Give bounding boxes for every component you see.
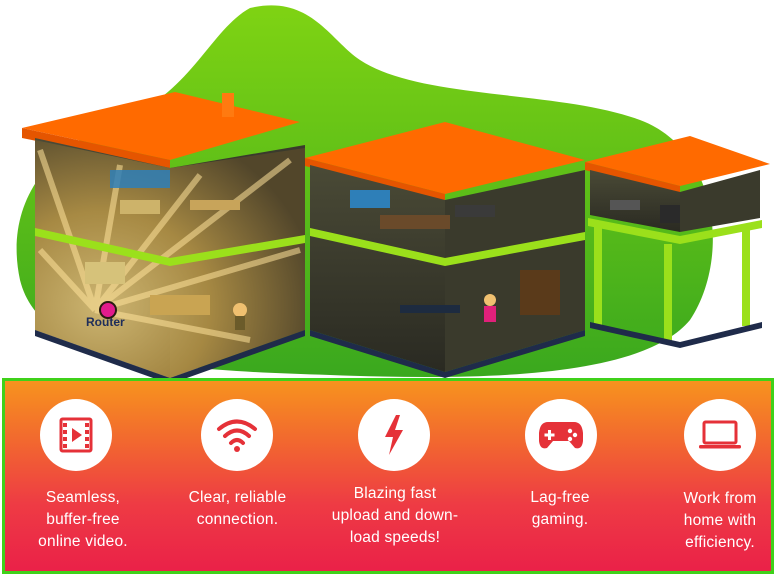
feature-speed: Blazing fast upload and down- load speed… (315, 381, 475, 577)
wifi-circle (201, 399, 273, 471)
wifi-icon (217, 419, 257, 452)
feature-wifi-label: Clear, reliable connection. (188, 489, 287, 528)
feature-video: Seamless, buffer-free online video. (5, 381, 155, 577)
house-left: Router (22, 92, 305, 380)
feature-video-label: Seamless, buffer-free online video. (38, 489, 128, 550)
router-icon (99, 301, 117, 319)
video-film-icon (59, 417, 93, 453)
house-right (585, 136, 770, 348)
feature-work: Work from home with efficiency. (635, 381, 775, 577)
features-banner: Seamless, buffer-free online video. Clea… (2, 378, 774, 574)
feature-gaming: Lag-free gaming. (480, 381, 630, 577)
video-film-circle (40, 399, 112, 471)
lightning-bolt-circle (358, 399, 430, 471)
gamepad-circle (525, 399, 597, 471)
feature-work-label: Work from home with efficiency. (683, 490, 757, 551)
house-middle (305, 122, 585, 378)
roof-right (585, 136, 770, 186)
laptop-icon (699, 420, 741, 449)
gamepad-icon (539, 422, 583, 449)
router-label: Router (86, 315, 125, 329)
feature-wifi: Clear, reliable connection. (160, 381, 310, 577)
feature-speed-label: Blazing fast upload and down- load speed… (331, 485, 459, 546)
house-illustration: Router (16, 5, 770, 380)
lightning-bolt-icon (385, 415, 403, 455)
laptop-circle (684, 399, 756, 471)
feature-gaming-label: Lag-free gaming. (530, 489, 590, 528)
